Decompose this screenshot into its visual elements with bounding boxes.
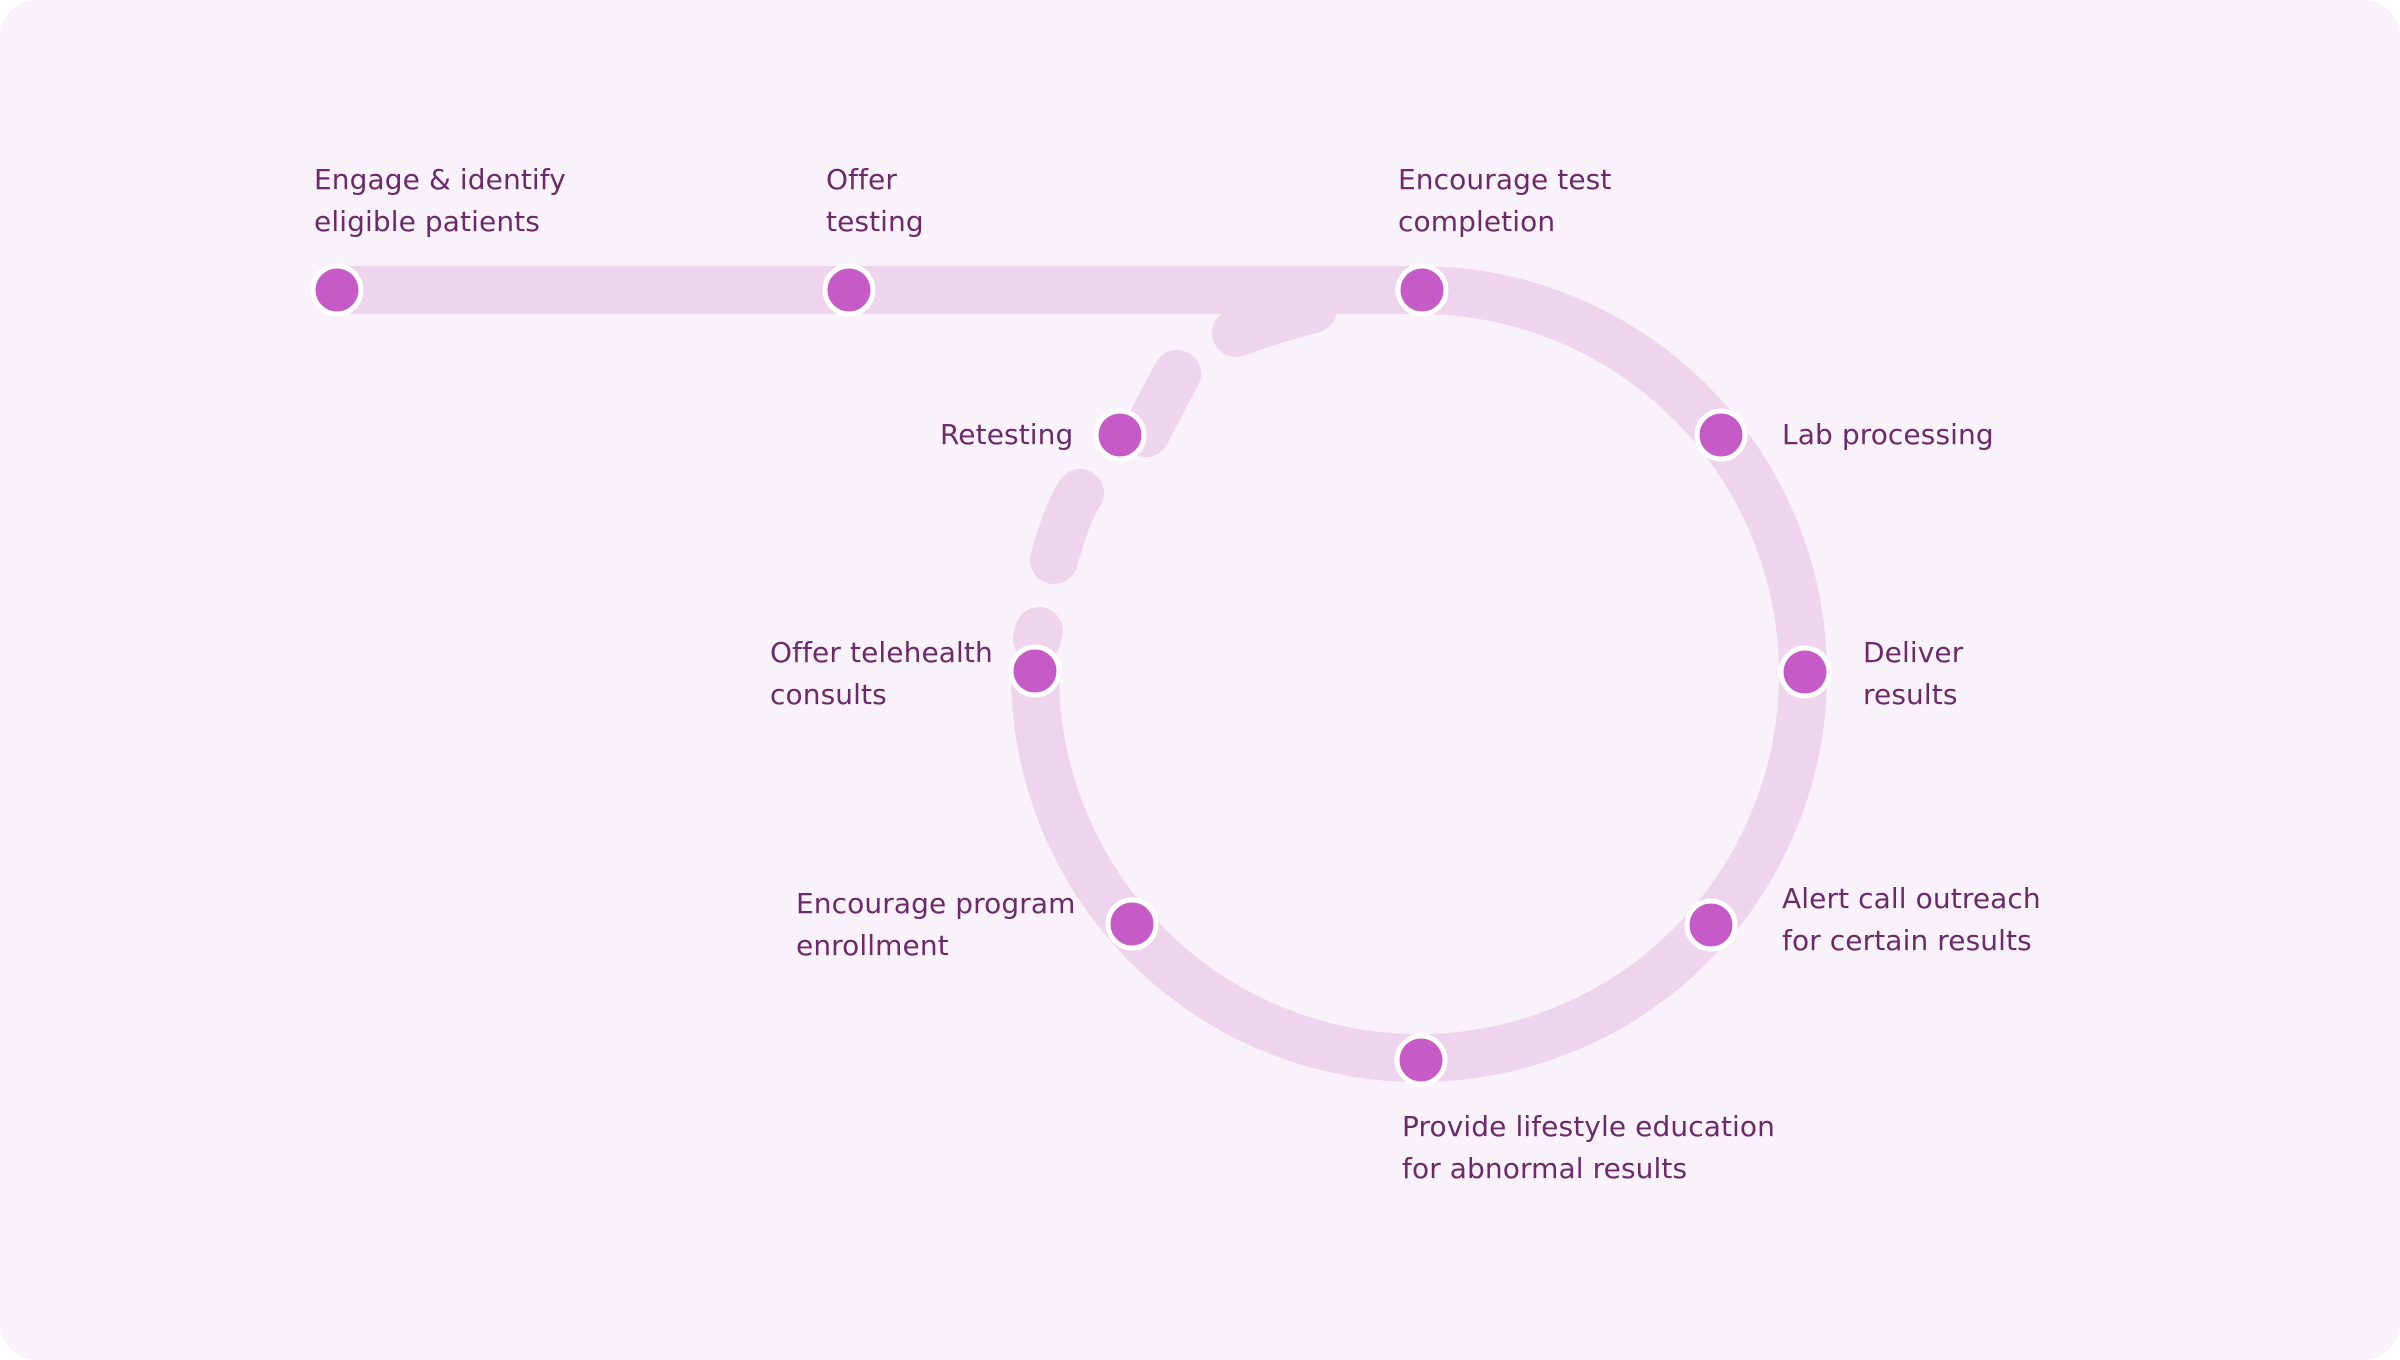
- label-deliver-results: Deliver results: [1863, 636, 1964, 711]
- label-lifestyle-education: Provide lifestyle education for abnormal…: [1402, 1110, 1775, 1185]
- label-program-enrollment: Encourage program enrollment: [796, 887, 1076, 962]
- node-engage[interactable]: [310, 263, 364, 317]
- node-encourage-test-completion[interactable]: [1395, 263, 1449, 317]
- node-retesting[interactable]: [1093, 408, 1147, 462]
- label-alert-call-outreach: Alert call outreach for certain results: [1782, 882, 2041, 957]
- node-offer-testing[interactable]: [822, 263, 876, 317]
- label-engage: Engage & identify eligible patients: [314, 163, 566, 238]
- return-dash-4: [1212, 285, 1337, 357]
- node-lifestyle-education[interactable]: [1394, 1033, 1448, 1087]
- node-telehealth-consults[interactable]: [1008, 644, 1062, 698]
- node-lab-processing[interactable]: [1694, 408, 1748, 462]
- return-dash-2: [1030, 469, 1104, 584]
- label-telehealth-consults: Offer telehealth consults: [770, 636, 993, 711]
- return-dash-1: [1013, 607, 1063, 663]
- node-program-enrollment[interactable]: [1105, 897, 1159, 951]
- label-encourage-test-completion: Encourage test completion: [1398, 163, 1612, 238]
- label-retesting: Retesting: [940, 418, 1074, 451]
- return-dash-3: [1122, 350, 1201, 457]
- label-lab-processing: Lab processing: [1782, 418, 1994, 451]
- node-deliver-results[interactable]: [1778, 645, 1832, 699]
- node-alert-call-outreach[interactable]: [1684, 898, 1738, 952]
- label-offer-testing: Offer testing: [826, 163, 924, 238]
